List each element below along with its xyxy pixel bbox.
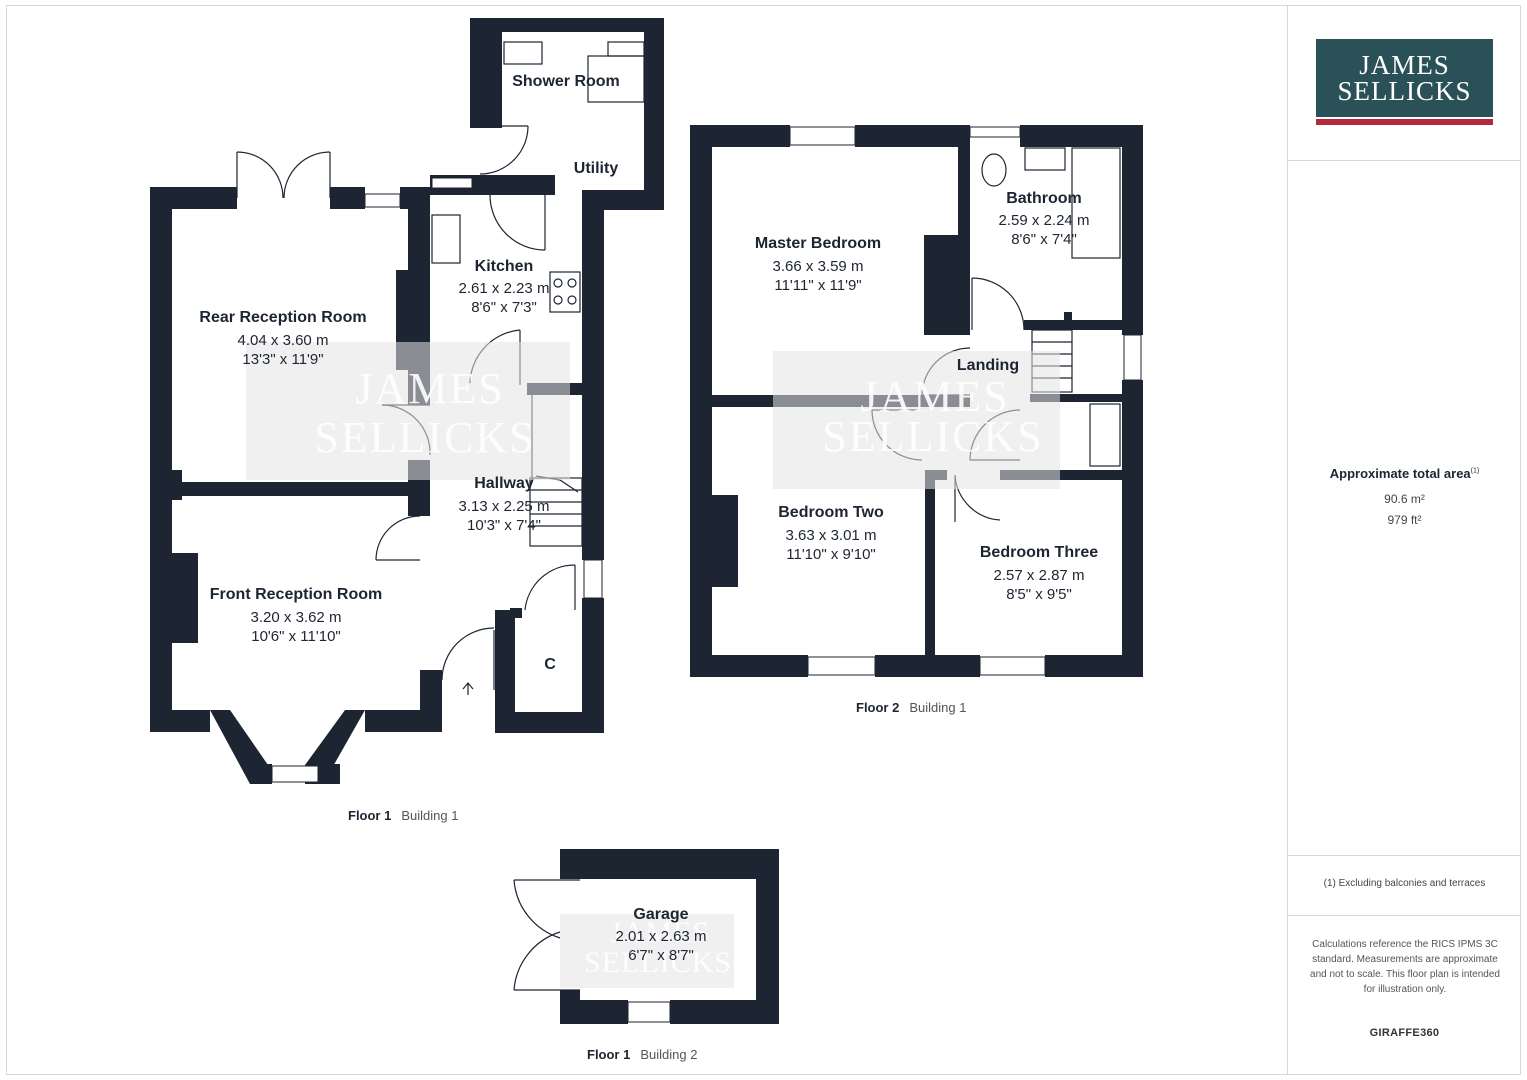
room-garage-metric: 2.01 x 2.63 m <box>616 928 707 945</box>
room-master-bedroom-metric: 3.66 x 3.59 m <box>773 258 864 275</box>
room-landing: Landing <box>957 357 1019 374</box>
room-hallway-metric: 3.13 x 2.25 m <box>459 498 550 515</box>
svg-text:JAMES: JAMES <box>355 364 504 413</box>
room-rear-reception-imperial: 13'3" x 11'9" <box>242 351 323 368</box>
room-bedroom-two-imperial: 11'10" x 9'10" <box>786 546 876 563</box>
room-shower: Shower Room <box>512 73 620 90</box>
svg-text:JAMES: JAMES <box>610 916 710 949</box>
page-frame <box>6 5 1521 1075</box>
total-area-metric: 90.6 m² <box>1384 492 1425 506</box>
calculation-note: Calculations reference the RICS IPMS 3C … <box>1310 939 1500 995</box>
room-garage-imperial: 6'7" x 8'7" <box>628 947 694 964</box>
divider <box>1288 915 1521 916</box>
svg-text:SELLICKS: SELLICKS <box>584 946 732 979</box>
room-rear-reception-metric: 4.04 x 3.60 m <box>238 332 329 349</box>
room-bathroom-imperial: 8'6" x 7'4" <box>1011 231 1077 248</box>
room-kitchen: Kitchen <box>475 258 534 275</box>
room-master-bedroom: Master Bedroom <box>755 235 881 252</box>
watermark-garage: JAMES SELLICKS <box>560 914 734 988</box>
room-rear-reception: Rear Reception Room <box>199 309 366 326</box>
room-garage: Garage <box>633 906 688 923</box>
room-hallway-imperial: 10'3" x 7'4" <box>467 517 541 534</box>
svg-text:SELLICKS: SELLICKS <box>314 413 535 462</box>
total-area-imperial: 979 ft² <box>1387 513 1422 527</box>
room-bathroom: Bathroom <box>1006 190 1082 207</box>
floor-plan: JAMES SELLICKS JAMES SELLICKS JAMES SELL… <box>150 18 1143 1062</box>
room-master-bedroom-imperial: 11'11" x 11'9" <box>774 277 861 294</box>
total-area-label: Approximate total area(1) <box>1329 466 1480 481</box>
room-kitchen-metric: 2.61 x 2.23 m <box>459 280 550 297</box>
room-front-reception-imperial: 10'6" x 11'10" <box>251 628 341 645</box>
room-bedroom-three-imperial: 8'5" x 9'5" <box>1006 586 1072 603</box>
info-sidebar: JAMES SELLICKS Approximate total area(1)… <box>1287 5 1521 1075</box>
room-front-reception-metric: 3.20 x 3.62 m <box>251 609 342 626</box>
room-hallway: Hallway <box>474 475 534 492</box>
room-front-reception: Front Reception Room <box>210 586 382 603</box>
divider <box>1288 160 1521 161</box>
room-kitchen-imperial: 8'6" x 7'3" <box>471 299 537 316</box>
divider <box>1288 855 1521 856</box>
giraffe360-brand: GIRAFFE360 <box>1369 1027 1440 1039</box>
svg-text:SELLICKS: SELLICKS <box>822 412 1043 461</box>
room-cupboard: C <box>544 656 556 673</box>
room-bedroom-three-metric: 2.57 x 2.87 m <box>994 567 1085 584</box>
svg-text:JAMES: JAMES <box>860 372 1009 421</box>
watermark-floor2: JAMES SELLICKS <box>773 351 1060 489</box>
footnote: (1) Excluding balconies and terraces <box>1323 878 1486 889</box>
room-bedroom-two-metric: 3.63 x 3.01 m <box>786 527 877 544</box>
room-bathroom-metric: 2.59 x 2.24 m <box>999 212 1090 229</box>
james-sellicks-logo: JAMES SELLICKS <box>1316 39 1493 125</box>
room-bedroom-two: Bedroom Two <box>778 504 884 521</box>
watermark-floor1: JAMES SELLICKS <box>246 342 570 480</box>
room-bedroom-three: Bedroom Three <box>980 544 1098 561</box>
room-utility: Utility <box>574 160 619 177</box>
